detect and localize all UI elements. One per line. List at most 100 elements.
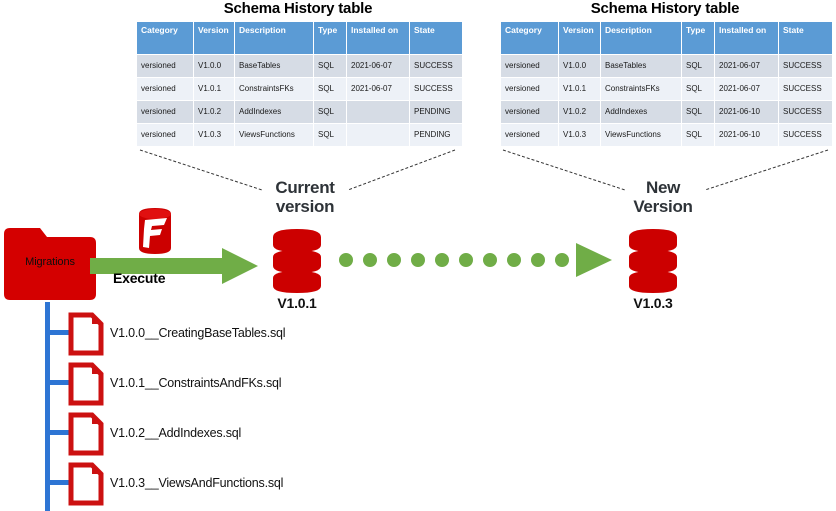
cell-type: SQL	[314, 101, 346, 123]
file-name-label: V1.0.1__ConstraintsAndFKs.sql	[110, 376, 282, 390]
migrations-folder[interactable]: Migrations	[4, 228, 96, 300]
migration-progress-dots	[339, 243, 612, 277]
cell-description: ConstraintsFKs	[235, 78, 313, 100]
column-header-category: Category	[501, 22, 558, 54]
cell-version: V1.0.2	[194, 101, 234, 123]
cell-version: V1.0.1	[559, 78, 600, 100]
cell-type: SQL	[682, 55, 714, 77]
flyway-logo	[131, 207, 179, 255]
cell-description: BaseTables	[235, 55, 313, 77]
cell-category: versioned	[501, 101, 558, 123]
schema-history-table-left: Schema History table Category Version De…	[136, 0, 463, 147]
new-version-label: New Version	[608, 178, 718, 216]
cell-description: AddIndexes	[601, 101, 681, 123]
file-name-label: V1.0.2__AddIndexes.sql	[110, 426, 242, 440]
list-item[interactable]: V1.0.0__CreatingBaseTables.sql	[68, 312, 368, 356]
table-header-row: Category Version Description Type Instal…	[501, 22, 832, 54]
cell-installed-on: 2021-06-07	[347, 55, 409, 77]
cell-state: SUCCESS	[410, 78, 462, 100]
current-version-value: V1.0.1	[277, 295, 317, 311]
database-icon	[629, 229, 677, 293]
cell-state: SUCCESS	[779, 101, 832, 123]
sql-file-icon	[68, 312, 104, 356]
cell-version: V1.0.2	[559, 101, 600, 123]
table-row: versioned V1.0.2 AddIndexes SQL PENDING	[137, 101, 462, 123]
new-version-label-line1: New	[645, 178, 681, 197]
list-item[interactable]: V1.0.3__ViewsAndFunctions.sql	[68, 462, 368, 506]
cell-installed-on	[347, 101, 409, 123]
column-header-type: Type	[682, 22, 714, 54]
tree-branch-line	[50, 480, 72, 485]
execute-arrow	[90, 248, 258, 284]
column-header-state: State	[410, 22, 462, 54]
cell-version: V1.0.0	[194, 55, 234, 77]
table-header-row: Category Version Description Type Instal…	[137, 22, 462, 54]
cell-category: versioned	[501, 124, 558, 146]
sql-file-icon	[68, 362, 104, 406]
cell-description: AddIndexes	[235, 101, 313, 123]
database-icon	[273, 229, 321, 293]
progress-dot	[411, 253, 425, 267]
cell-type: SQL	[682, 101, 714, 123]
cell-type: SQL	[314, 78, 346, 100]
connector-left-table-left	[139, 149, 263, 191]
progress-dot	[459, 253, 473, 267]
list-item[interactable]: V1.0.1__ConstraintsAndFKs.sql	[68, 362, 368, 406]
cell-description: BaseTables	[601, 55, 681, 77]
cell-description: ViewsFunctions	[235, 124, 313, 146]
column-header-type: Type	[314, 22, 346, 54]
current-version-label-line1: Current	[275, 178, 335, 197]
cell-installed-on: 2021-06-10	[715, 124, 778, 146]
cell-state: PENDING	[410, 124, 462, 146]
column-header-category: Category	[137, 22, 193, 54]
flyway-logo-icon	[139, 208, 171, 254]
column-header-state: State	[779, 22, 832, 54]
table-row: versioned V1.0.1 ConstraintsFKs SQL 2021…	[501, 78, 832, 100]
execute-label: Execute	[113, 270, 166, 286]
progress-dot	[555, 253, 569, 267]
cell-description: ViewsFunctions	[601, 124, 681, 146]
progress-dot	[339, 253, 353, 267]
cell-installed-on: 2021-06-07	[715, 78, 778, 100]
cell-state: SUCCESS	[779, 124, 832, 146]
column-header-installed-on: Installed on	[347, 22, 409, 54]
cell-type: SQL	[682, 78, 714, 100]
file-tree-connectors	[45, 302, 72, 511]
cell-state: PENDING	[410, 101, 462, 123]
cell-version: V1.0.0	[559, 55, 600, 77]
table-row: versioned V1.0.0 BaseTables SQL 2021-06-…	[501, 55, 832, 77]
file-name-label: V1.0.0__CreatingBaseTables.sql	[110, 326, 286, 340]
arrow-right-icon	[90, 248, 258, 284]
cell-installed-on	[347, 124, 409, 146]
table-row: versioned V1.0.3 ViewsFunctions SQL 2021…	[501, 124, 832, 146]
progress-dot	[507, 253, 521, 267]
progress-dot	[387, 253, 401, 267]
progress-arrowhead-icon	[576, 243, 612, 277]
column-header-version: Version	[194, 22, 234, 54]
cell-type: SQL	[314, 124, 346, 146]
cell-state: SUCCESS	[779, 78, 832, 100]
connector-right-table-left	[502, 149, 626, 191]
schema-history-grid-right: Category Version Description Type Instal…	[500, 21, 833, 147]
progress-dot	[435, 253, 449, 267]
new-version-value: V1.0.3	[633, 295, 673, 311]
list-item[interactable]: V1.0.2__AddIndexes.sql	[68, 412, 368, 456]
sql-file-icon	[68, 462, 104, 506]
table-row: versioned V1.0.1 ConstraintsFKs SQL 2021…	[137, 78, 462, 100]
schema-history-title-right: Schema History table	[590, 0, 740, 17]
cell-description: ConstraintsFKs	[601, 78, 681, 100]
table-row: versioned V1.0.0 BaseTables SQL 2021-06-…	[137, 55, 462, 77]
schema-history-table-right: Schema History table Category Version De…	[500, 0, 833, 147]
cell-category: versioned	[501, 55, 558, 77]
progress-dot	[363, 253, 377, 267]
cell-category: versioned	[137, 101, 193, 123]
cell-state: SUCCESS	[410, 55, 462, 77]
cell-type: SQL	[682, 124, 714, 146]
column-header-description: Description	[601, 22, 681, 54]
cell-category: versioned	[501, 78, 558, 100]
sql-file-icon	[68, 412, 104, 456]
migrations-folder-label: Migrations	[25, 256, 75, 268]
cell-state: SUCCESS	[779, 55, 832, 77]
progress-dot	[531, 253, 545, 267]
